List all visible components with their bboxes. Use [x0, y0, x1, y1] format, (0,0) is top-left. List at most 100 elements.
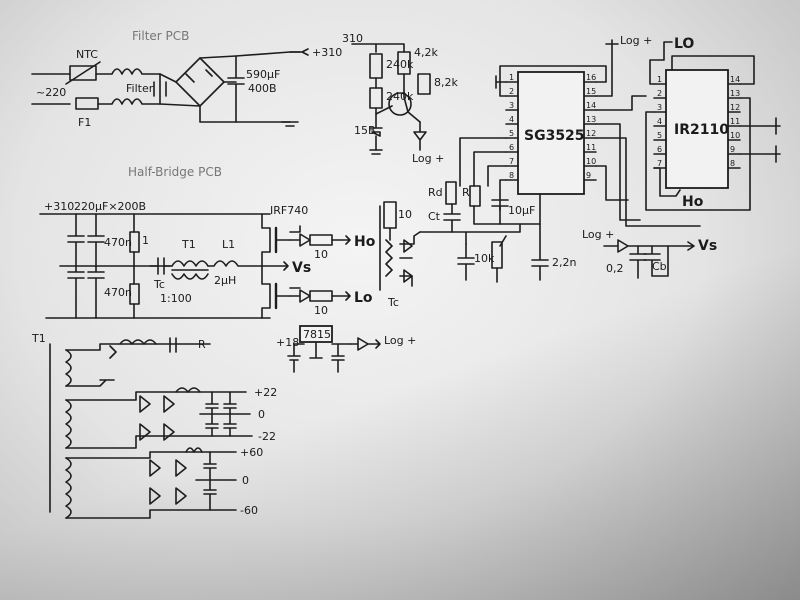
ac-input-label: ~220 [36, 86, 66, 99]
sg-pin-7: 7 [509, 157, 514, 166]
sg-cap-2n2: 2,2n [552, 256, 576, 269]
ir-pin-7: 7 [657, 159, 662, 168]
ir-cap-02: 0,2 [606, 262, 624, 275]
hb-cap-top-label: 470n [104, 236, 132, 249]
sg3525-label: SG3525 [524, 128, 585, 144]
hb-l1-value: 2µH [214, 274, 236, 287]
aux-input-label: 310 [342, 32, 363, 45]
ir-cb-label: Cb [652, 260, 667, 273]
sg-pin-8: 8 [509, 171, 514, 180]
hb-rg1-label: 10 [314, 248, 328, 261]
ir-pin-11: 11 [730, 117, 740, 126]
ir-lo-label: LO [674, 36, 694, 52]
ir-pin-14: 14 [730, 75, 740, 84]
ir-pin-3: 3 [657, 103, 662, 112]
sg-pin-12: 12 [586, 129, 596, 138]
hb-cap-bot-label: 470n [104, 286, 132, 299]
rt-label: R [462, 186, 470, 199]
sg-pin-1: 1 [509, 73, 514, 82]
bulk-cap-label: 590µF [246, 68, 280, 81]
ir-vs-label: Vs [698, 238, 717, 254]
ir2110-label: IR2110 [674, 122, 729, 138]
reg-input-label: +18 [276, 336, 299, 349]
out-plus22: +22 [254, 386, 277, 399]
ir-log-plus: Log + [582, 228, 614, 241]
ir2110-ic [665, 69, 729, 189]
ct-label: Ct [428, 210, 441, 223]
sg-pin-3: 3 [509, 101, 514, 110]
ir2110-block: IR2110 1 2 3 4 5 6 7 14 13 12 11 10 9 8 … [582, 36, 781, 279]
sg-log-plus: Log + [620, 34, 652, 47]
sg-cap-10uf: 10µF [508, 204, 535, 217]
hb-ho-label: Ho [354, 234, 376, 250]
regulator-circuit: +18 7815 Log + [276, 325, 416, 373]
r4k2: 4,2k [414, 46, 438, 59]
bulk-cap-voltage: 400B [248, 82, 277, 95]
sg-pin-15: 15 [586, 87, 596, 96]
sg3525-block: SG3525 1 2 3 4 5 6 7 8 16 15 14 13 12 11… [419, 34, 701, 283]
out-zero-1: 0 [258, 408, 265, 421]
out-zero-2: 0 [242, 474, 249, 487]
out-plus60: +60 [240, 446, 263, 459]
rd-label: Rd [428, 186, 443, 199]
ir-pin-13: 13 [730, 89, 740, 98]
reg-ic-label: 7815 [303, 328, 331, 341]
sg-pin-13: 13 [586, 115, 596, 124]
secondary-note: R [198, 338, 206, 351]
secondary-circuit: T1 R +22 0 -22 +60 0 -60 [31, 332, 277, 519]
secondary-t1-label: T1 [31, 332, 46, 345]
sg-pin-14: 14 [586, 101, 596, 110]
hb-vs-label: Vs [292, 260, 311, 276]
out-minus22: -22 [258, 430, 276, 443]
ir-pin-12: 12 [730, 103, 740, 112]
filter-choke-label: Filter [126, 82, 154, 95]
sg-pin-2: 2 [509, 87, 514, 96]
halfbridge-pcb-title: Half-Bridge PCB [128, 165, 222, 179]
r8k2: 8,2k [434, 76, 458, 89]
ir-pin-1: 1 [657, 75, 662, 84]
filter-output-label: +310 [312, 46, 342, 59]
sg-pin-5: 5 [509, 129, 514, 138]
reg-output-label: Log + [384, 334, 416, 347]
aux-supply-circuit: 310 240k 4,2k 240k 8,2k 15B Log + [342, 32, 458, 165]
gate-r-label: 10 [398, 208, 412, 221]
fuse-label: F1 [78, 116, 91, 129]
sg-pin-4: 4 [509, 115, 514, 124]
sg-pin-11: 11 [586, 143, 596, 152]
ir-pin-6: 6 [657, 145, 662, 154]
hb-rg2-label: 10 [314, 304, 328, 317]
sg-pin-6: 6 [509, 143, 514, 152]
hb-t1-label: T1 [181, 238, 196, 251]
ir-pin-8: 8 [730, 159, 735, 168]
hb-input-label: +310 [44, 200, 74, 213]
r240k-top: 240k [386, 58, 414, 71]
ir-pin-2: 2 [657, 89, 662, 98]
gate-tx-label: Tc [387, 296, 399, 309]
r240k-bot: 240k [386, 90, 414, 103]
out-minus60: -60 [240, 504, 258, 517]
filter-pcb-title: Filter PCB [132, 29, 189, 43]
hb-lo-label: Lo [354, 290, 373, 306]
hb-turns-label: 1:100 [160, 292, 192, 305]
sg-pin-10: 10 [586, 157, 596, 166]
hb-r-mid: 1 [142, 234, 149, 247]
zener-label: 15B [354, 124, 376, 137]
ir-ho-label: Ho [682, 194, 704, 210]
hb-coupling-label: Tc [153, 278, 165, 291]
sg-pin-9: 9 [586, 171, 591, 180]
hb-caps-label: 220µF×200B [74, 200, 146, 213]
ir-pin-4: 4 [657, 117, 662, 126]
halfbridge-circuit: +310 220µF×200B 470n 470n 1 Tc 1:100 T1 … [39, 200, 421, 319]
pot-10k: 10k [474, 252, 495, 265]
aux-output-label: Log + [412, 152, 444, 165]
filter-circuit: ~220 NTC F1 Filter 590µF 400B +310 [31, 46, 342, 129]
hb-fet-label: IRF740 [270, 204, 308, 217]
sg3525-ic [517, 71, 585, 195]
sg-pin-16: 16 [586, 73, 596, 82]
ir-pin-9: 9 [730, 145, 735, 154]
hb-l1-label: L1 [222, 238, 235, 251]
ir-pin-5: 5 [657, 131, 662, 140]
ir-pin-10: 10 [730, 131, 740, 140]
